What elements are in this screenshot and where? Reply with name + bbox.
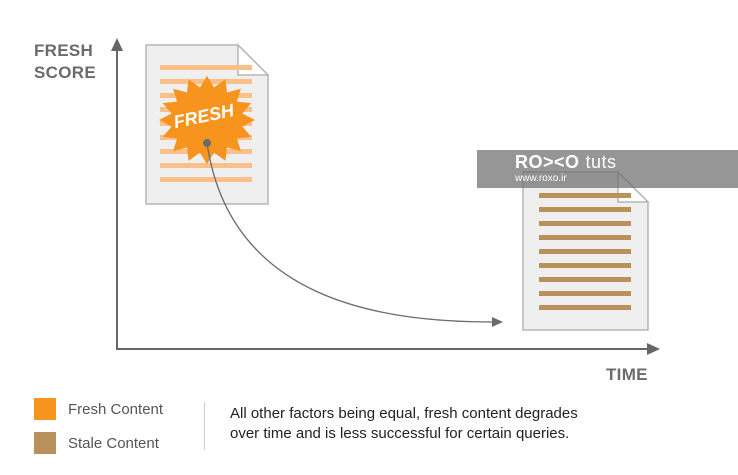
decay-curve-arrow-icon [492,317,503,327]
watermark-url: www.roxo.ir [515,173,567,184]
legend-item-stale: Stale Content [34,432,159,454]
y-axis-label-line-2: SCORE [34,63,96,82]
legend-swatch-fresh [34,398,56,420]
y-axis-label-line-1: FRESH [34,41,94,60]
y-axis-arrow-icon [111,38,123,51]
fresh-document-icon: FRESH [145,43,270,205]
legend-swatch-stale [34,432,56,454]
watermark-brand: RO><O [515,152,580,172]
x-axis-arrow-icon [647,343,660,355]
stale-document-icon [522,170,650,331]
y-axis-label: FRESH SCORE [34,40,124,84]
x-axis-label: TIME [606,365,648,384]
stale-document-stripes [539,193,631,310]
fresh-badge-starburst [159,75,255,165]
caption-line-1: All other factors being equal, fresh con… [230,405,578,422]
legend-label-fresh: Fresh Content [68,400,164,418]
watermark-suffix: tuts [585,152,617,172]
caption-line-2: over time and is less successful for cer… [230,425,570,442]
legend-divider [204,402,205,450]
caption: All other factors being equal, fresh con… [230,404,710,444]
legend-item-fresh: Fresh Content [34,398,163,420]
decay-curve [206,142,495,323]
axes [111,38,660,355]
legend-label-stale: Stale Content [68,434,159,452]
